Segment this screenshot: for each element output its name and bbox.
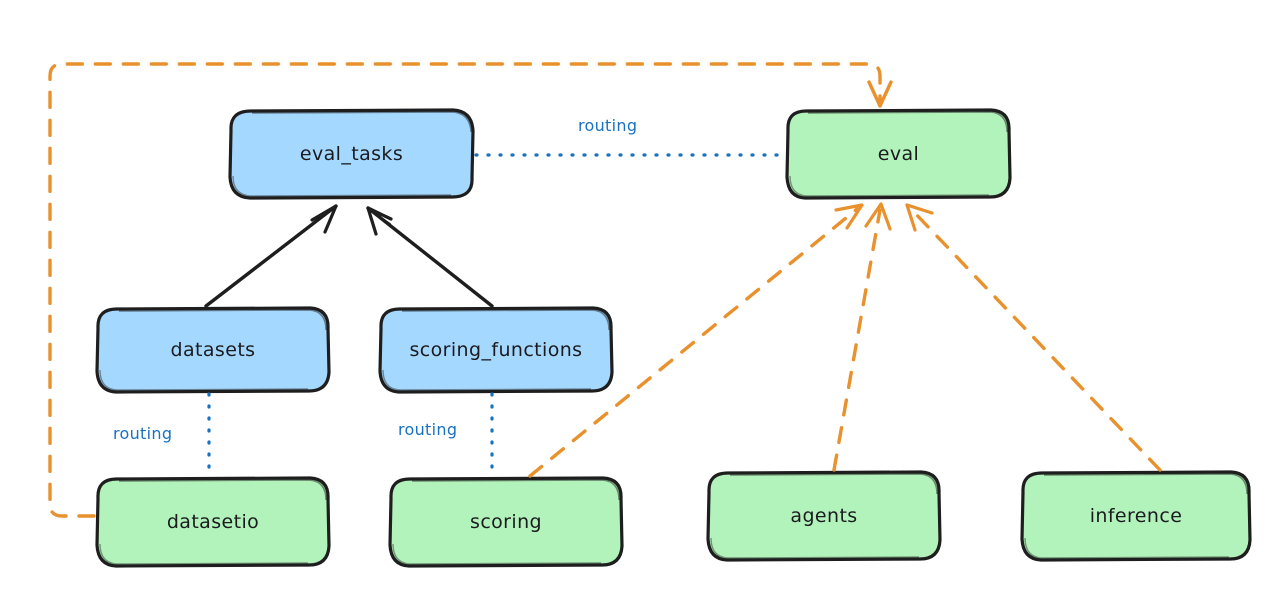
edge-agents-eval bbox=[832, 202, 892, 472]
node-shape-datasets[interactable] bbox=[95, 306, 331, 394]
edge-scoring-eval bbox=[528, 203, 864, 478]
node-shape-eval[interactable] bbox=[785, 108, 1012, 200]
node-shape-inference[interactable] bbox=[1020, 470, 1252, 562]
node-shape-datasetio[interactable] bbox=[95, 476, 331, 568]
edge-datasets-eval_tasks bbox=[204, 204, 338, 308]
node-shape-agents[interactable] bbox=[706, 470, 942, 562]
node-shape-eval_tasks[interactable] bbox=[228, 108, 475, 200]
edge-label-routing-top: routing bbox=[578, 116, 638, 135]
edge-datasetio-eval bbox=[48, 62, 893, 518]
node-shape-scoring[interactable] bbox=[388, 476, 624, 568]
edge-label-routing-middle: routing bbox=[398, 420, 458, 439]
edge-inference-eval bbox=[905, 203, 1162, 472]
edge-scoring_functions-eval_tasks bbox=[366, 206, 494, 308]
edge-label-routing-left: routing bbox=[113, 424, 173, 443]
node-shape-scoring_functions[interactable] bbox=[378, 306, 614, 394]
